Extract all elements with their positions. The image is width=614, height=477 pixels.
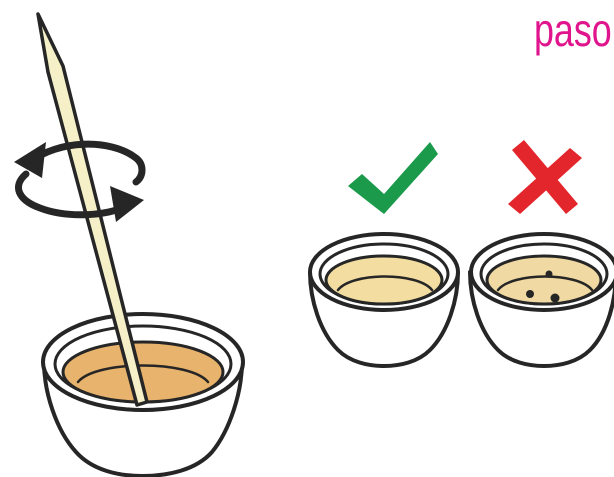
stirring-cup-mixture-ring	[76, 364, 210, 384]
bubbly-cup-liquid-ring	[496, 275, 594, 292]
bubbly-cup-liquid	[485, 254, 603, 306]
stirring-cup	[41, 312, 245, 477]
skewer	[36, 12, 149, 407]
rotate-arrow-back	[26, 140, 146, 186]
check-mark-icon	[348, 142, 438, 214]
bubble	[545, 270, 553, 278]
rotate-arrow-front	[15, 170, 126, 219]
rotate-arrow-back-head	[14, 142, 46, 178]
bubble	[526, 290, 534, 298]
bubble	[550, 293, 560, 303]
rotate-arrow-front-head	[110, 186, 144, 222]
step-label: paso	[534, 4, 612, 56]
bubbly-cup	[468, 232, 614, 368]
rotate-arrows-icon	[14, 140, 146, 222]
clear-cup-liquid	[324, 254, 444, 306]
clear-cup	[308, 232, 460, 368]
skewer-tip	[36, 12, 50, 74]
cross-mark-icon	[508, 140, 582, 214]
clear-cup-liquid-ring	[336, 275, 434, 292]
